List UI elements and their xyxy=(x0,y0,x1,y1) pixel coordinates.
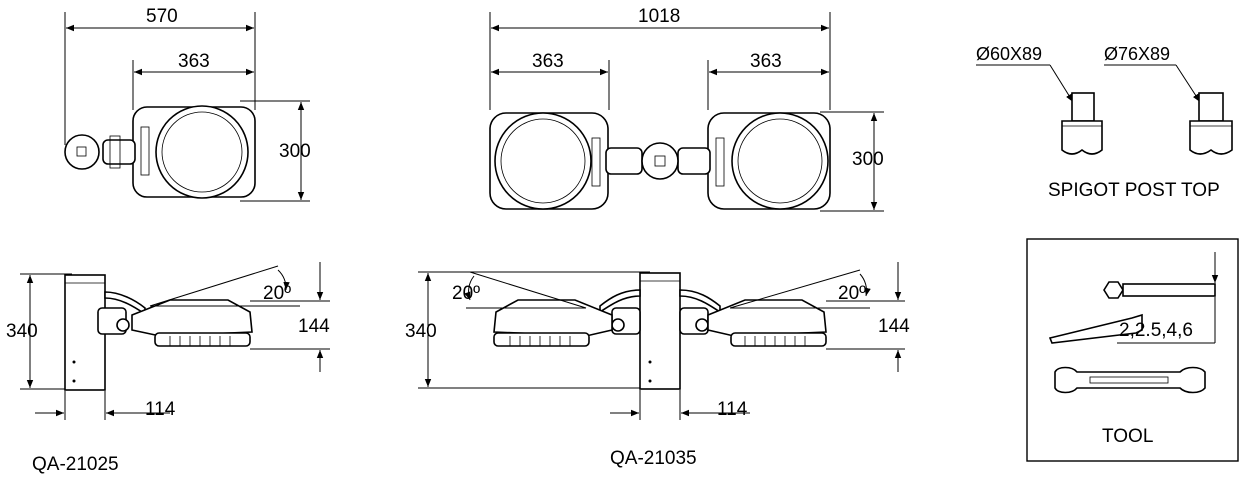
dim-a-tilt: 20º xyxy=(263,283,292,304)
dim-a-height: 340 xyxy=(6,321,38,342)
tool-caption: TOOL xyxy=(1102,426,1154,447)
model-a-label: QA-21025 xyxy=(32,454,119,475)
top-view-b xyxy=(489,12,884,212)
dim-b-head-left: 363 xyxy=(532,51,564,72)
dim-b-head-height: 144 xyxy=(878,316,910,337)
dim-b-width: 1018 xyxy=(638,6,681,27)
dim-a-head: 363 xyxy=(178,51,210,72)
spigot-detail xyxy=(976,64,1233,155)
spigot-left-size: Ø60X89 xyxy=(976,44,1043,64)
dim-b-head-right: 363 xyxy=(750,51,782,72)
spigot-right-size: Ø76X89 xyxy=(1104,44,1171,64)
dim-b-depth: 300 xyxy=(852,149,884,170)
dim-b-tilt-left: 20º xyxy=(452,283,481,304)
tool-sizes: 2,2.5,4,6 xyxy=(1119,320,1193,341)
dim-a-depth: 300 xyxy=(279,141,311,162)
spigot-caption: SPIGOT POST TOP xyxy=(1048,180,1220,201)
model-b-label: QA-21035 xyxy=(610,448,697,469)
tool-box xyxy=(1026,238,1239,462)
dim-b-height: 340 xyxy=(405,321,437,342)
side-view-b xyxy=(418,262,905,420)
dim-b-tilt-right: 20º xyxy=(838,283,867,304)
side-view-a xyxy=(20,262,330,420)
dim-a-head-height: 144 xyxy=(298,316,330,337)
top-view-a xyxy=(64,12,310,202)
dim-a-post: 114 xyxy=(145,399,176,420)
dim-a-width: 570 xyxy=(146,6,178,27)
dim-b-post: 114 xyxy=(717,399,748,420)
